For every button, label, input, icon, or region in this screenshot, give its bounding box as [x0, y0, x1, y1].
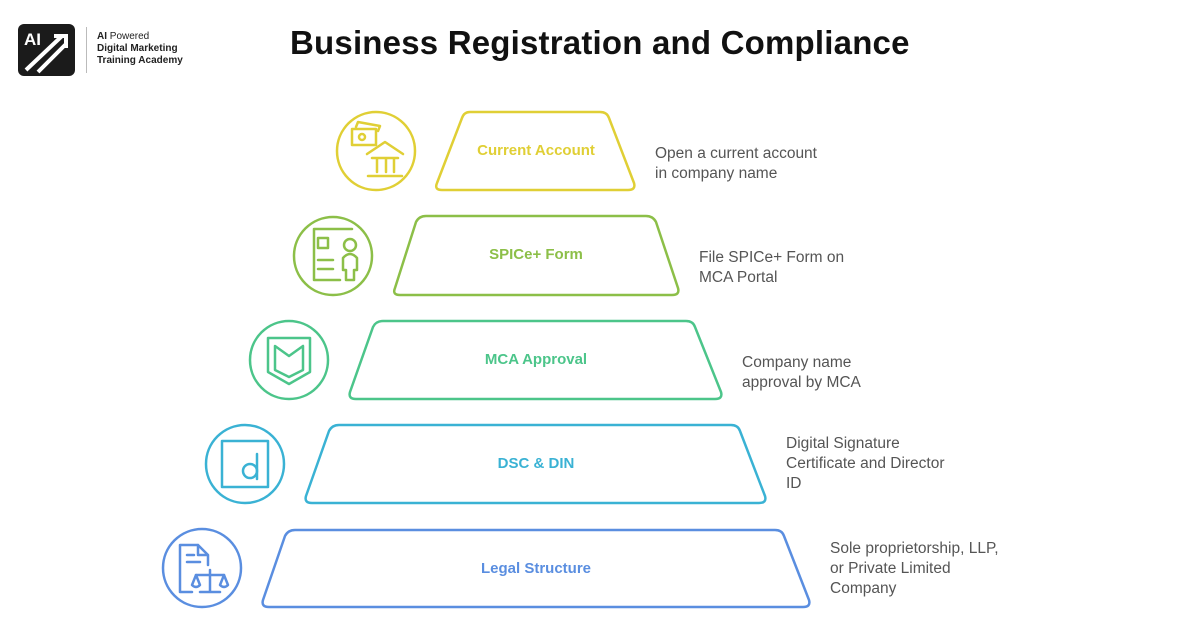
arrow-icon [24, 34, 68, 74]
step-label-dsc-din: DSC & DIN [497, 455, 575, 472]
tier-mca-approval [248, 319, 723, 401]
page-title: Business Registration and Compliance [290, 24, 910, 61]
logo-divider [86, 27, 87, 73]
step-label-current-account: Current Account [477, 142, 595, 159]
step-label-spice-form: SPICe+ Form [489, 246, 583, 263]
step-desc-spice-form: File SPICe+ Form on MCA Portal [699, 249, 845, 286]
tier-legal-structure [161, 527, 811, 609]
digital-signature-icon [204, 423, 286, 505]
bank-money-icon [335, 110, 417, 192]
logo-line1-bold: AI [97, 31, 107, 42]
logo-line1: Powered [107, 31, 150, 42]
step-desc-legal-structure: Sole proprietorship, LLP, or Private Lim… [830, 540, 999, 597]
logo-text: AI Powered Digital Marketing Training Ac… [97, 31, 183, 67]
legal-document-scales-icon [161, 527, 243, 609]
step-desc-dsc-din: Digital Signature Certificate and Direct… [786, 435, 945, 492]
tier-dsc-din [204, 423, 767, 505]
tier-spice-form [292, 214, 680, 297]
step-desc-current-account: Open a current account in company name [655, 145, 817, 182]
form-person-icon [292, 215, 374, 297]
step-desc-mca-approval: Company name approval by MCA [742, 354, 861, 391]
logo-line3: Training Academy [97, 55, 183, 66]
tier-current-account [335, 110, 636, 192]
step-label-mca-approval: MCA Approval [484, 351, 588, 368]
step-label-legal-structure: Legal Structure [480, 560, 592, 577]
logo-mark: AI [24, 30, 41, 49]
shield-badge-icon [248, 319, 330, 401]
logo-line2: Digital Marketing [97, 43, 178, 54]
logo: AI [18, 24, 75, 76]
